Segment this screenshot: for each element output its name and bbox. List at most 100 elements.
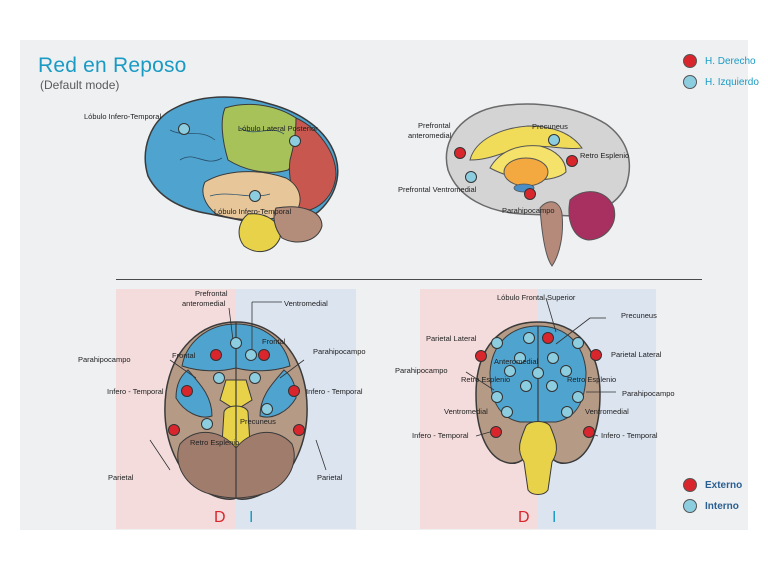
node-dot-icon (547, 352, 559, 364)
node-dot-icon (542, 332, 554, 344)
medial-thalamus (503, 157, 549, 187)
legend-right-hemisphere: H. Derecho (683, 54, 756, 68)
node-dot-icon (514, 352, 526, 364)
node-dot-icon (520, 380, 532, 392)
coronal-brain-view: Lóbulo Frontal Superior Precuneus Pariet… (395, 289, 675, 529)
node-dot-icon (561, 406, 573, 418)
label: Parietal (108, 473, 134, 482)
inferior-temporal-right (175, 369, 213, 418)
node-dot-icon (491, 391, 503, 403)
node-dot-icon (293, 424, 305, 436)
node-dot-icon (249, 190, 261, 202)
label: Anteromedial (494, 357, 539, 366)
node-dot-icon (454, 147, 466, 159)
label: Parahipocampo (395, 366, 448, 375)
legend-label: Externo (705, 479, 743, 491)
lateral-sulci (169, 127, 285, 197)
node-dot-icon (168, 424, 180, 436)
side-d-label: D (214, 509, 226, 526)
node-dot-icon (289, 135, 301, 147)
node-dot-icon (181, 385, 193, 397)
label: Parietal (317, 473, 343, 482)
label: Lóbulo Infero-Temporal (214, 207, 291, 216)
node-dot-icon (590, 349, 602, 361)
node-dot-icon (572, 391, 584, 403)
node-dot-icon (504, 365, 516, 377)
side-i-label: I (552, 509, 556, 526)
label: Prefrontal (418, 121, 451, 130)
label: Lóbulo Lateral Posterior (238, 124, 318, 133)
node-dot-icon (213, 372, 225, 384)
leader-line (149, 439, 171, 471)
blue-dot-icon (683, 499, 697, 513)
label: Precuneus (621, 311, 657, 320)
legend-interno: Interno (683, 499, 739, 513)
label: Prefrontal (195, 289, 228, 298)
inferior-brain-view: Prefrontal anteromedial Ventromedial Fro… (78, 289, 366, 529)
node-dot-icon (546, 380, 558, 392)
node-dot-icon (465, 171, 477, 183)
node-dot-icon (572, 337, 584, 349)
red-dot-icon (683, 54, 697, 68)
label: Retro Esplenio (567, 375, 616, 384)
medial-brainstem (539, 201, 563, 267)
section-divider (116, 279, 702, 280)
leader-line (279, 359, 305, 379)
label: Ventromedial (444, 407, 488, 416)
label: Parahipocampo (622, 389, 675, 398)
label: Lóbulo Frontal Superior (497, 293, 576, 302)
node-dot-icon (230, 337, 242, 349)
node-dot-icon (288, 385, 300, 397)
node-dot-icon (245, 349, 257, 361)
label: Parahipocampo (313, 347, 366, 356)
label: Parietal Lateral (611, 350, 662, 359)
node-dot-icon (523, 332, 535, 344)
node-dot-icon (548, 134, 560, 146)
node-dot-icon (524, 188, 536, 200)
label: Infero - Temporal (306, 387, 363, 396)
legend-label: H. Izquierdo (705, 76, 759, 88)
label: Infero - Temporal (601, 431, 658, 440)
page-title: Red en Reposo (38, 54, 187, 77)
node-dot-icon (475, 350, 487, 362)
legend-label: H. Derecho (705, 55, 756, 67)
leader-line (169, 359, 197, 379)
label: Ventromedial (284, 299, 328, 308)
page-subtitle: (Default mode) (40, 78, 120, 92)
node-dot-icon (490, 426, 502, 438)
medial-cerebellum (568, 191, 616, 241)
node-dot-icon (501, 406, 513, 418)
node-dot-icon (583, 426, 595, 438)
legend-left-hemisphere: H. Izquierdo (683, 75, 759, 89)
label: Retro Esplenio (190, 438, 239, 447)
label: Parahipocampo (78, 355, 131, 364)
blue-dot-icon (683, 75, 697, 89)
label: Ventromedial (585, 407, 629, 416)
lateral-brainstem (238, 213, 281, 253)
leader-line (228, 307, 234, 341)
node-dot-icon (532, 367, 544, 379)
label: Infero - Temporal (412, 431, 469, 440)
side-i-label: I (249, 509, 253, 526)
label: Frontal (172, 351, 196, 360)
leader-line (465, 371, 495, 391)
coronal-brainstem (519, 421, 557, 495)
label: Lóbulo Infero-Temporal (84, 112, 161, 121)
leader-line (475, 431, 491, 437)
label: Parahipocampo (502, 206, 555, 215)
node-dot-icon (178, 123, 190, 135)
lateral-cerebellum (273, 206, 323, 243)
leader-line (315, 439, 327, 471)
medial-brain-view: Prefrontal anteromedial Precuneus Retro … (398, 103, 631, 267)
label: anteromedial (408, 131, 452, 140)
label: Precuneus (532, 122, 568, 131)
label: anteromedial (182, 299, 226, 308)
lateral-parietal-region (221, 103, 301, 173)
label: Retro Esplenio (461, 375, 510, 384)
node-dot-icon (258, 349, 270, 361)
red-dot-icon (683, 478, 697, 492)
label: Precuneus (240, 417, 276, 426)
legend-externo: Externo (683, 478, 742, 492)
label: Parietal Lateral (426, 334, 477, 343)
